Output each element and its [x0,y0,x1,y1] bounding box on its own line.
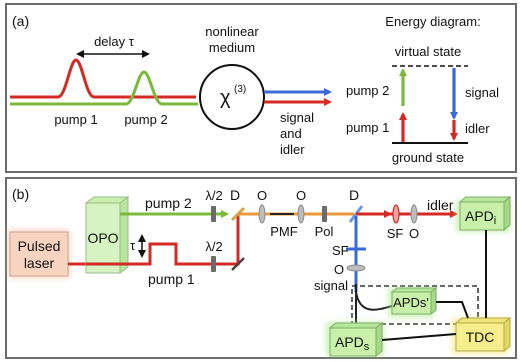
chi-symbol: χ [220,87,231,109]
medium-label-2: medium [209,40,255,55]
idler-spectral-filter [392,204,400,224]
apd-s-prime-box [391,291,432,315]
dichroic-label-2: D [349,187,359,203]
pump1-beam [10,58,196,99]
apd-s-top [328,322,384,329]
pulsed-laser-box [9,231,69,277]
sf-label-signal: SF [332,243,349,258]
panel-a-label: (a) [12,13,29,29]
apd-s-prime-label: APDs' [393,295,429,310]
opo-label: OPO [87,230,118,246]
idler-label-b: idler [427,197,454,213]
pump1-label-a: pump 1 [54,112,97,127]
pump2-label-b: pump 2 [145,195,192,211]
apd-i-box [459,201,505,231]
pump1-label-b: pump 1 [148,271,195,287]
cable-apds-tdc [381,333,457,341]
tdc-side [503,316,511,353]
energy-pump2-label: pump 2 [346,83,389,98]
dichroic-label-1: D [230,187,240,203]
output-label-3: idler [280,142,305,157]
energy-idler-label: idler [465,121,490,136]
half-wave-label-top: λ/2 [205,188,222,203]
lens-1-label: O [257,188,267,203]
tdc-top [454,317,512,324]
mirror-bottom [231,257,245,271]
panel-a: (a) delay τ pump 1 pump 2 χ (3) nonlinea… [5,3,517,173]
apd-s-box [329,327,377,357]
opo-box-side [119,196,129,274]
pol-label: Pol [315,224,334,239]
signal-label-b: signal [314,278,348,293]
energy-signal-label: signal [465,85,499,100]
delay-label: delay τ [94,34,135,49]
ground-state-label: ground state [392,150,464,165]
half-wave-plate-top [211,206,216,222]
panel-b: (b) Pulsed laser OPO pump 2 τ pump 1 λ/2… [5,177,517,359]
half-wave-plate-bottom [211,256,216,272]
panel-b-label: (b) [12,186,29,202]
medium-label-1: nonlinear [205,24,259,39]
apd-s-prime-top [390,287,438,293]
pump2-beam [10,70,198,106]
energy-pump1-label: pump 1 [346,120,389,135]
nonlinear-medium [199,64,265,130]
lens-2 [297,204,305,224]
half-wave-label-bottom: λ/2 [205,239,222,254]
apd-i-label: APDi [465,208,496,227]
pulsed-laser-label-1: Pulsed [18,238,61,254]
apd-i-top [458,196,512,203]
signal-lens-label: O [334,262,344,277]
pump2-label-a: pump 2 [124,112,167,127]
signal-lens [346,264,366,272]
energy-diagram: Energy diagram: virtual state ground sta… [346,14,499,165]
apd-i-side [503,195,511,232]
opo-box-top [84,196,130,204]
tau-label: τ [130,238,136,253]
output-label-1: signal [280,110,314,125]
apd-s-label: APDs [335,334,370,353]
cable-apds-prime-tdc [436,301,469,319]
polarizer [322,206,327,222]
pulsed-laser-label-2: laser [24,255,55,271]
idler-lens [410,204,418,224]
lens-1 [258,204,266,224]
sf-label-idler: SF [387,226,404,241]
apd-s-prime-side [430,286,437,316]
energy-title: Energy diagram: [385,14,480,29]
opo-box [85,202,121,274]
idler-lens-label: O [409,226,419,241]
virtual-state-label: virtual state [395,44,461,59]
apd-s-side [375,321,383,358]
output-label-2: and [280,126,302,141]
chi-power: (3) [234,84,246,95]
lens-2-label: O [296,188,306,203]
pmf-label: PMF [270,224,298,239]
dashed-enclosure [351,285,479,325]
tdc-label: TDC [466,329,495,345]
tdc-box [455,322,505,352]
